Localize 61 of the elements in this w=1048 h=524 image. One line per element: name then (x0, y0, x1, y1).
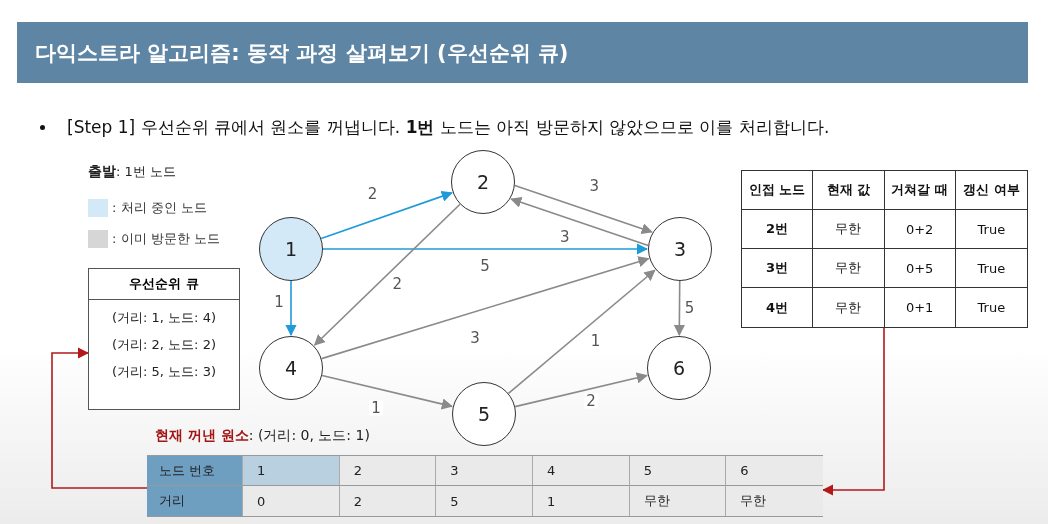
table-cell: 2 (339, 456, 437, 486)
table-cell: 5 (436, 486, 533, 516)
row-header-cell: 거리 (147, 486, 243, 516)
graph-node-circle (451, 150, 515, 214)
graph-edge-arrow (320, 190, 453, 240)
graph-edge-arrow (673, 280, 685, 337)
header-cell: 현재 값 (813, 171, 885, 210)
header-cell: 인접 노드 (742, 171, 814, 210)
table-cell: 3 (436, 456, 533, 486)
priority-queue-box (88, 268, 240, 410)
graph-edge-arrow (321, 374, 453, 410)
current-element-note: 현재 꺼낸 원소: (거리: 0, 노드: 1) (155, 427, 370, 445)
graph-edge-arrow (514, 372, 648, 408)
table-cell: 2번 (742, 210, 814, 249)
table-cell: 무한 (813, 249, 885, 288)
graph-edge-arrow (320, 256, 650, 360)
edge-weight-label: 2 (584, 393, 598, 409)
header-cell: 거쳐갈 때 (884, 171, 956, 210)
start-note: 출발: 1번 노드 (88, 163, 176, 181)
node-number: 2 (476, 171, 490, 193)
table-cell: 1 (243, 456, 340, 486)
table-cell: 5 (629, 456, 727, 486)
table-cell: 1 (533, 486, 630, 516)
graph-edge-arrow (322, 243, 649, 255)
table-cell: 0+5 (884, 249, 956, 288)
table-cell: 2 (339, 486, 437, 516)
connector-arrow (821, 326, 885, 496)
legend-text: : 처리 중인 노드 (112, 199, 207, 217)
adjacency-table (741, 170, 1028, 328)
table-cell: 무한 (629, 486, 727, 516)
table-cell: 6 (726, 456, 823, 486)
legend-text: : 이미 방문한 노드 (112, 230, 220, 248)
node-number: 3 (673, 238, 687, 260)
node-number: 4 (284, 357, 298, 379)
distance-table (147, 455, 823, 517)
table-cell: 무한 (726, 486, 823, 516)
graph-edge-arrow (514, 184, 653, 235)
row-header-cell: 노드 번호 (147, 456, 243, 486)
node-number: 6 (672, 357, 686, 379)
queue-item: (거리: 2, 노드: 2) (112, 336, 216, 354)
table-cell: 무한 (813, 210, 885, 249)
node-number: 5 (477, 403, 491, 425)
queue-item: (거리: 1, 노드: 4) (112, 309, 216, 327)
table-cell: 4 (533, 456, 630, 486)
graph-edge-arrow (285, 280, 297, 337)
slide-title: 다익스트라 알고리즘: 동작 과정 살펴보기 (우선순위 큐) (35, 39, 569, 67)
table-cell: 3번 (742, 249, 814, 288)
graph-edge-arrow (313, 203, 461, 346)
edge-weight-label: 5 (478, 258, 492, 274)
edge-weight-label: 1 (272, 294, 286, 310)
table-cell: 0 (243, 486, 340, 516)
step-description: [Step 1] 우선순위 큐에서 원소를 꺼냅니다. 1번 노드는 아직 방문하지 않았으므로 이를 처리합니다. (67, 116, 830, 139)
edge-weight-label: 1 (369, 400, 383, 416)
queue-item: (거리: 5, 노드: 3) (112, 363, 216, 381)
connector-arrow (51, 347, 148, 489)
queue-heading: 우선순위 큐 (89, 269, 239, 300)
graph-edge-arrow (507, 269, 656, 395)
table-cell: 0+2 (884, 210, 956, 249)
edge-weight-label: 3 (468, 330, 482, 346)
node-number: 1 (284, 238, 298, 260)
graph-edge-arrow (510, 196, 649, 247)
